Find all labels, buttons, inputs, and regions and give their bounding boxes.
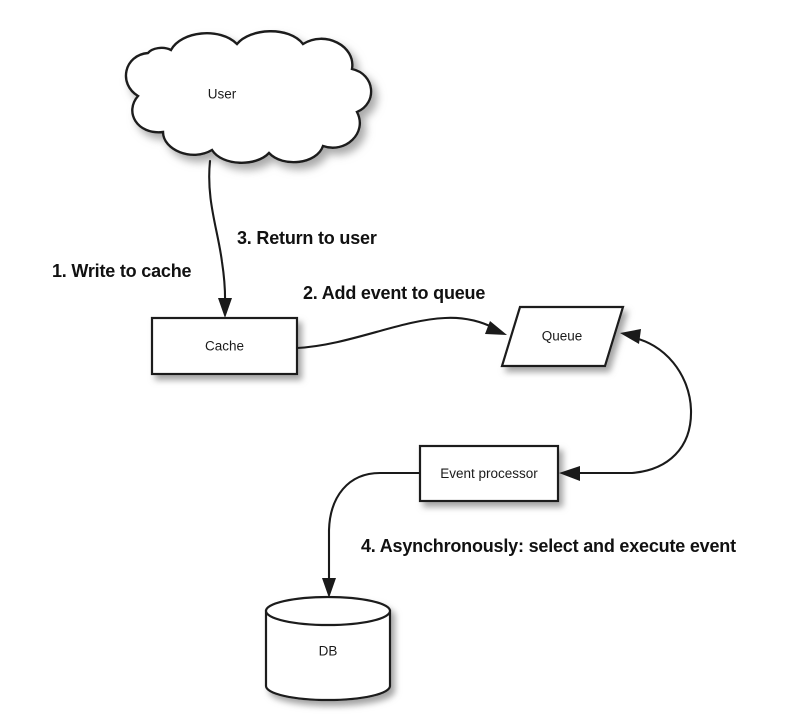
node-event-processor-label: Event processor — [440, 466, 538, 481]
edge-cache-to-queue-path — [295, 316, 496, 350]
node-user-label: User — [208, 87, 237, 102]
edge-to-event-processor-arrowhead — [559, 466, 580, 481]
node-event-processor[interactable]: Event processor — [418, 444, 560, 503]
node-queue[interactable]: Queue — [500, 305, 625, 368]
node-cache-label: Cache — [205, 339, 244, 354]
edge-user-to-cache-arrowhead — [218, 298, 232, 318]
step-label-1: 1. Write to cache — [52, 261, 192, 281]
queue-shape — [500, 305, 625, 368]
step-label-2: 2. Add event to queue — [303, 283, 485, 303]
edge-queue-event-processor-loop[interactable] — [559, 329, 693, 481]
db-body-shape — [264, 609, 392, 702]
edge-to-queue-arrowhead — [620, 329, 641, 344]
edge-cache-to-queue[interactable] — [295, 316, 507, 350]
db-top-shape — [264, 595, 392, 627]
edge-queue-event-processor-path — [573, 335, 693, 475]
step-label-3: 3. Return to user — [237, 228, 377, 248]
cloud-shape — [124, 30, 373, 164]
event-processor-shape — [418, 444, 560, 503]
edge-user-to-cache-path — [208, 159, 227, 309]
edge-event-processor-to-db-arrowhead — [322, 578, 336, 598]
edge-event-processor-to-db-path — [327, 471, 421, 587]
node-user[interactable]: User — [124, 30, 373, 164]
edge-cache-to-queue-arrowhead — [485, 321, 507, 335]
edge-user-to-cache[interactable] — [208, 159, 232, 318]
node-queue-label: Queue — [542, 329, 583, 344]
step-label-4: 4. Asynchronously: select and execute ev… — [361, 536, 736, 556]
node-db[interactable]: DB — [264, 595, 392, 702]
cache-shape — [150, 316, 299, 376]
node-cache[interactable]: Cache — [150, 316, 299, 376]
edge-event-processor-to-db[interactable] — [322, 471, 421, 598]
node-db-label: DB — [319, 644, 338, 659]
